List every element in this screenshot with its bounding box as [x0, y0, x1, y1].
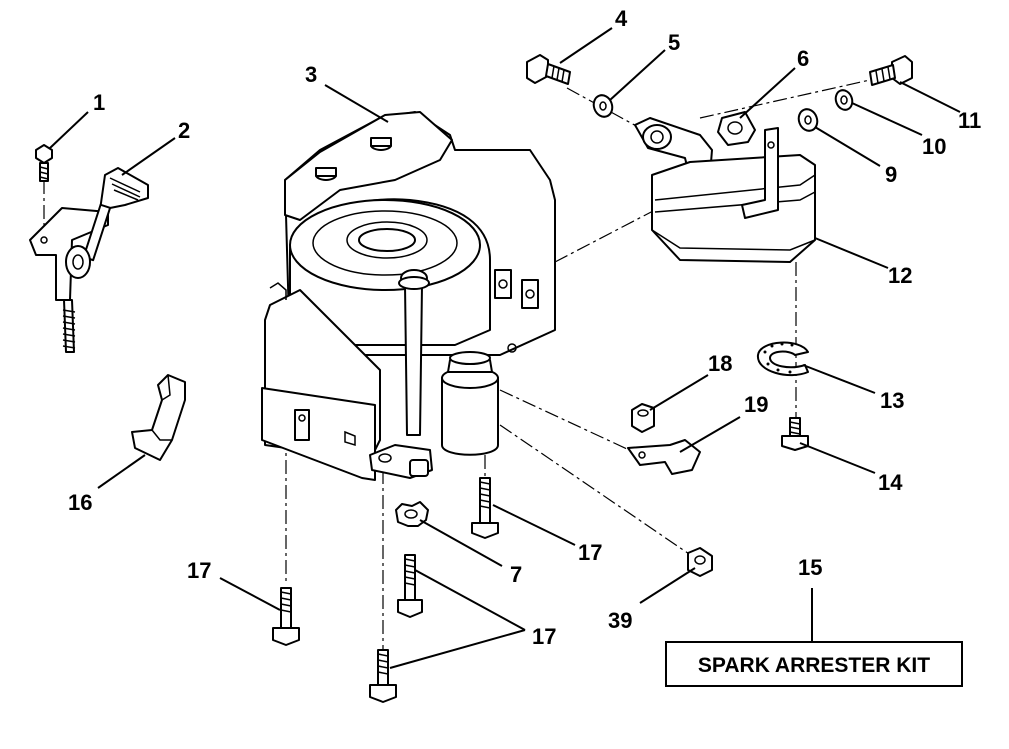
part-1-screw [35, 144, 53, 182]
part-19-clamp [627, 439, 701, 475]
kit-label: SPARK ARRESTER KIT [698, 654, 930, 677]
kit-label-frame [665, 641, 963, 687]
callout-5: 5 [668, 30, 680, 55]
callout-3: 3 [305, 62, 317, 87]
part-4-bolt [526, 54, 571, 85]
callout-17-c: 17 [532, 624, 556, 649]
part-18-nut [631, 403, 655, 433]
part-39-nut [687, 547, 713, 577]
callout-16: 16 [68, 490, 92, 515]
callout-6: 6 [797, 46, 809, 71]
leader-lines [49, 27, 961, 669]
callout-17-b: 17 [187, 558, 211, 583]
callout-9: 9 [885, 162, 897, 187]
callout-14: 14 [878, 470, 903, 495]
part-17-bolt-d [369, 649, 397, 703]
callout-12: 12 [888, 263, 912, 288]
callout-15: 15 [798, 555, 822, 580]
part-3-engine [261, 111, 556, 481]
callout-labels: 1 2 3 4 5 6 7 9 10 11 12 13 14 15 16 17 … [68, 6, 981, 649]
callout-18: 18 [708, 351, 732, 376]
part-17-bolt-c [272, 587, 300, 646]
part-16-bracket [131, 374, 186, 461]
part-17-bolt-a [471, 477, 499, 539]
part-14-screw [781, 417, 809, 451]
part-2-throttle-control [29, 167, 149, 353]
alignment-lines [43, 79, 871, 650]
spark-arrester-kit-box: SPARK ARRESTER KIT [665, 641, 963, 687]
part-12-muffler [651, 127, 816, 263]
callout-1: 1 [93, 90, 105, 115]
part-13-arrester-screen [757, 341, 809, 377]
callout-2: 2 [178, 118, 190, 143]
callout-4: 4 [615, 6, 628, 31]
callout-19: 19 [744, 392, 768, 417]
callout-7: 7 [510, 562, 522, 587]
part-5-washer [592, 94, 614, 118]
part-17-bolt-b [397, 554, 423, 618]
callout-10: 10 [922, 134, 946, 159]
part-10-lockwasher [834, 89, 854, 111]
callout-13: 13 [880, 388, 904, 413]
callout-11: 11 [958, 108, 981, 133]
callout-39: 39 [608, 608, 632, 633]
part-9-washer [797, 108, 819, 132]
callout-17-a: 17 [578, 540, 602, 565]
part-11-bolt [869, 55, 913, 86]
